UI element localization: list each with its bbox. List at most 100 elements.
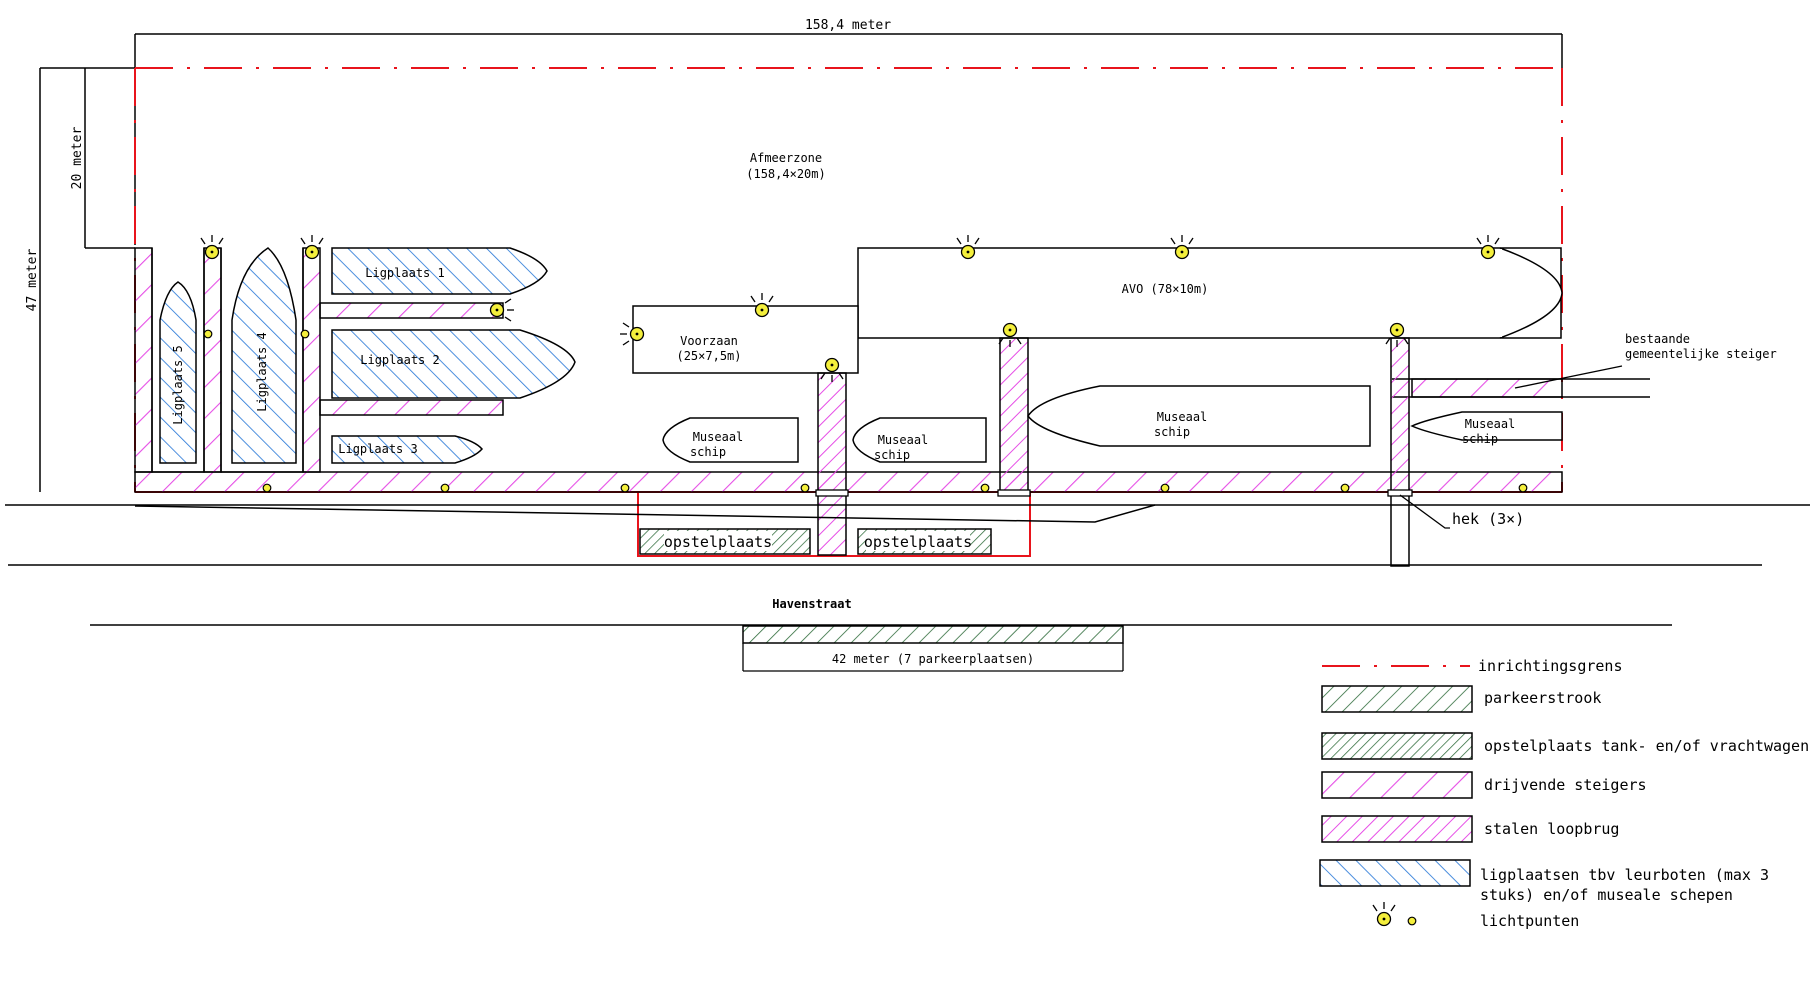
- svg-text:parkeerstrook: parkeerstrook: [1484, 689, 1601, 707]
- legend-boundary: inrichtingsgrens: [1322, 657, 1623, 675]
- width-label: 158,4 meter: [805, 18, 891, 33]
- walkway-3-shaft: [1390, 491, 1410, 567]
- legend-floating-piers: drijvende steigers: [1321, 771, 1647, 799]
- gate-leader: [1399, 494, 1450, 529]
- legend-berths: ligplaatsen tbv leurboten (max 3 stuks) …: [1319, 859, 1769, 904]
- voorzaan-title: Voorzaan: [680, 334, 738, 348]
- light-point-small-1: [262, 483, 272, 493]
- museum-ship-1: [662, 417, 799, 463]
- light-point-small-3: [620, 483, 630, 493]
- dimension-top: 158,4 meter: [134, 18, 1563, 245]
- svg-text:opstelplaats tank- en/of vrach: opstelplaats tank- en/of vrachtwagen: [1484, 737, 1809, 755]
- museum-ship-3-word1: Museaal: [1157, 410, 1208, 424]
- pier-left: [134, 247, 153, 473]
- light-point-small-5: [980, 483, 990, 493]
- legend-steel-bridge: stalen loopbrug: [1321, 815, 1619, 843]
- pier-avo: [857, 247, 1562, 339]
- svg-text:lichtpunten: lichtpunten: [1480, 912, 1579, 930]
- avo-label: AVO (78×10m): [1122, 282, 1209, 296]
- light-point-large-8: [1476, 235, 1500, 260]
- svg-text:ligplaatsen tbv leurboten (max: ligplaatsen tbv leurboten (max 3: [1480, 866, 1769, 884]
- avo-bow: [1499, 247, 1563, 339]
- light-point-small-4: [800, 483, 810, 493]
- staging-label-1: opstelplaats: [664, 533, 772, 551]
- light-point-large-2: [300, 235, 324, 260]
- walkway-1: [817, 372, 847, 556]
- svg-text:inrichtingsgrens: inrichtingsgrens: [1478, 657, 1623, 675]
- walkway-2: [999, 337, 1029, 493]
- existing-pier-label-1: bestaande: [1625, 332, 1690, 346]
- berth-enclosures: [151, 248, 304, 473]
- zone-height-label: 20 meter: [70, 127, 85, 190]
- existing-pier-leader: [1514, 365, 1623, 389]
- berths: [159, 247, 576, 464]
- legend-lights: lichtpunten: [1372, 902, 1579, 930]
- voorzaan-size: (25×7,5m): [676, 349, 741, 363]
- light-point-small-2: [440, 483, 450, 493]
- museum-ship-4-word1: Museaal: [1465, 417, 1516, 431]
- pier-finger-b: [302, 247, 321, 473]
- gate-2: [997, 489, 1031, 497]
- museum-ships: [662, 385, 1563, 463]
- light-point-small-legend: [1407, 916, 1417, 926]
- berth-5-label: Ligplaats 5: [171, 345, 185, 424]
- light-point-small-10: [300, 329, 310, 339]
- mooring-zone-size: (158,4×20m): [746, 167, 825, 181]
- parking-strip: [742, 625, 1124, 644]
- museum-ship-4-word2: schip: [1462, 432, 1498, 446]
- mooring-zone-title: Afmeerzone: [750, 151, 822, 165]
- light-point-large-legend: [1372, 902, 1396, 927]
- berth-2-label: Ligplaats 2: [360, 353, 439, 367]
- dimension-left: 47 meter 20 meter: [25, 67, 135, 492]
- svg-text:drijvende steigers: drijvende steigers: [1484, 776, 1647, 794]
- museum-ship-1-word2: schip: [690, 445, 726, 459]
- berth-2-hull: [331, 329, 576, 399]
- light-point-large-1: [200, 235, 224, 260]
- gates: [815, 489, 1413, 497]
- legend: inrichtingsgrens parkeerstrook opstelpla…: [1319, 657, 1809, 930]
- light-point-large-6: [956, 235, 980, 260]
- light-point-large-9: [820, 357, 844, 382]
- museum-ship-3-word2: schip: [1154, 425, 1190, 439]
- berth-1-label: Ligplaats 1: [365, 266, 444, 280]
- parking-label: 42 meter (7 parkeerplaatsen): [832, 652, 1034, 666]
- pier-cross-lower: [319, 399, 504, 416]
- light-point-large-10: [998, 322, 1022, 347]
- staging-label-2: opstelplaats: [864, 533, 972, 551]
- pier-existing-piece: [1411, 378, 1563, 398]
- museum-ship-4: [1410, 411, 1563, 441]
- museum-ship-3: [1027, 385, 1371, 447]
- berth-4-label: Ligplaats 4: [255, 332, 269, 411]
- light-point-large-7: [1170, 235, 1194, 260]
- berth-3-hull: [331, 435, 483, 464]
- light-points: [200, 235, 1528, 493]
- gate-3: [1387, 489, 1413, 497]
- light-point-large-4: [620, 322, 645, 346]
- street-label: Havenstraat: [772, 597, 851, 611]
- light-point-small-6: [1160, 483, 1170, 493]
- quay-lines: [5, 504, 1810, 626]
- berth-1-hull: [331, 247, 548, 295]
- legend-staging-area: opstelplaats tank- en/of vrachtwagen: [1321, 732, 1809, 760]
- gate-1: [815, 489, 849, 497]
- light-point-large-3: [489, 298, 514, 322]
- pier-cross-upper: [319, 302, 504, 319]
- existing-pier-label-2: gemeentelijke steiger: [1625, 347, 1777, 361]
- light-point-small-9: [203, 329, 213, 339]
- svg-text:stalen loopbrug: stalen loopbrug: [1484, 820, 1619, 838]
- pier-finger-a: [203, 247, 222, 473]
- light-point-large-5: [750, 293, 774, 318]
- berth-5-hull: [159, 281, 197, 464]
- berth-4-hull: [231, 247, 297, 464]
- light-point-large-11: [1385, 322, 1409, 347]
- light-point-small-8: [1518, 483, 1528, 493]
- legend-parking-strip: parkeerstrook: [1321, 685, 1601, 713]
- walkway-3: [1390, 337, 1410, 493]
- gate-label: hek (3×): [1452, 510, 1524, 528]
- museum-ship-2-word2: schip: [874, 448, 910, 462]
- museum-ship-2-word1: Museaal: [878, 433, 929, 447]
- museum-ship-2: [852, 417, 987, 463]
- berth-3-label: Ligplaats 3: [338, 442, 417, 456]
- steel-walkways: [817, 337, 1410, 556]
